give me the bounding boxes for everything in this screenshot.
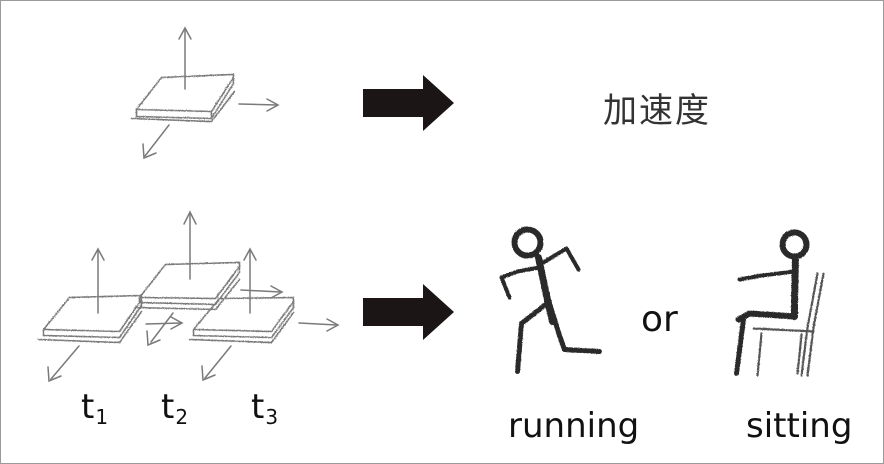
chair: [751, 271, 825, 377]
axis-arrows-sequence: [47, 210, 340, 383]
sensor-device-t2: [134, 261, 240, 310]
time-step-base: t: [251, 387, 265, 427]
axis-arrows-top: [142, 26, 280, 160]
sensor-device-t3: [188, 296, 294, 343]
sitting-label: sitting: [746, 406, 853, 446]
time-step-sub: 3: [265, 405, 279, 429]
or-connector: or: [641, 299, 678, 340]
time-step-base: t: [81, 387, 95, 427]
time-step-t3: t3: [251, 387, 278, 429]
right-arrow-bottom: [363, 284, 454, 340]
right-arrow-top: [363, 75, 454, 131]
time-step-t1: t1: [81, 387, 108, 429]
running-figure: [499, 226, 602, 374]
time-step-sub: 2: [175, 405, 189, 429]
sitting-figure: [733, 229, 809, 376]
running-label: running: [508, 406, 640, 446]
time-step-sub: 1: [95, 405, 109, 429]
sensor-device-top: [130, 73, 235, 122]
time-step-t2: t2: [161, 387, 188, 429]
acceleration-label: 加速度: [603, 91, 711, 131]
time-step-base: t: [161, 387, 175, 427]
sensor-device-t1: [37, 294, 142, 343]
